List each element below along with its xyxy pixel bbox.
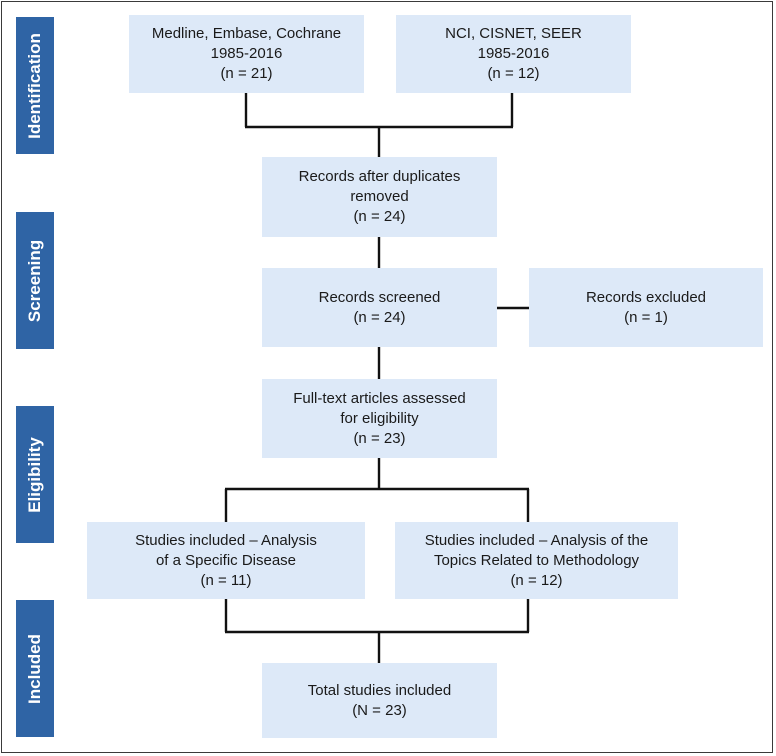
box-line: removed [350, 188, 409, 205]
box-records-screened: Records screened (n = 24) [262, 268, 497, 347]
box-line: Studies included – Analysis [135, 531, 317, 549]
box-line: Total studies included [307, 681, 452, 699]
box-line: 1985-2016 [210, 45, 283, 62]
stage-screening: Screening [16, 212, 54, 349]
box-nci-cisnet-seer: NCI, CISNET, SEER 1985-2016 (n = 12) [396, 15, 631, 93]
box-line: Topics Related to Methodology [433, 551, 640, 569]
box-included-specific-disease: Studies included – Analysis of a Specifi… [87, 522, 365, 599]
stage-eligibility: Eligibility [16, 406, 54, 543]
box-line: Studies included – Analysis of the [424, 531, 649, 549]
box-line: 1985-2016 [477, 45, 550, 62]
box-line: Records excluded [585, 288, 707, 306]
box-line: (n = 11) [200, 571, 252, 589]
box-line: NCI, CISNET, SEER [445, 25, 582, 42]
box-line: Full-text articles assessed [293, 389, 466, 407]
box-line: Medline, Embase, Cochrane [151, 25, 342, 42]
box-included-methodology: Studies included – Analysis of the Topic… [395, 522, 678, 599]
box-line: (n = 1) [624, 308, 668, 326]
box-line: (n = 24) [353, 308, 406, 326]
box-line: (n = 12) [487, 65, 540, 82]
box-line: Records after duplicates [298, 168, 461, 185]
box-records-after-duplicates: Records after duplicates removed (n = 24… [262, 157, 497, 237]
stage-identification: Identification [16, 17, 54, 154]
box-line: for eligibility [340, 409, 419, 427]
box-records-excluded: Records excluded (n = 1) [529, 268, 763, 347]
box-line: (N = 23) [352, 701, 407, 719]
box-line: (n = 23) [353, 429, 406, 447]
box-fulltext-assessed: Full-text articles assessed for eligibil… [262, 379, 497, 458]
box-medline-embase-cochrane: Medline, Embase, Cochrane 1985-2016 (n =… [129, 15, 364, 93]
box-line: (n = 21) [220, 65, 273, 82]
box-total-included: Total studies included (N = 23) [262, 663, 497, 738]
box-line: of a Specific Disease [155, 551, 297, 569]
box-line: (n = 24) [353, 208, 406, 225]
stage-included: Included [16, 600, 54, 737]
box-line: Records screened [318, 288, 441, 306]
box-line: (n = 12) [510, 571, 563, 589]
